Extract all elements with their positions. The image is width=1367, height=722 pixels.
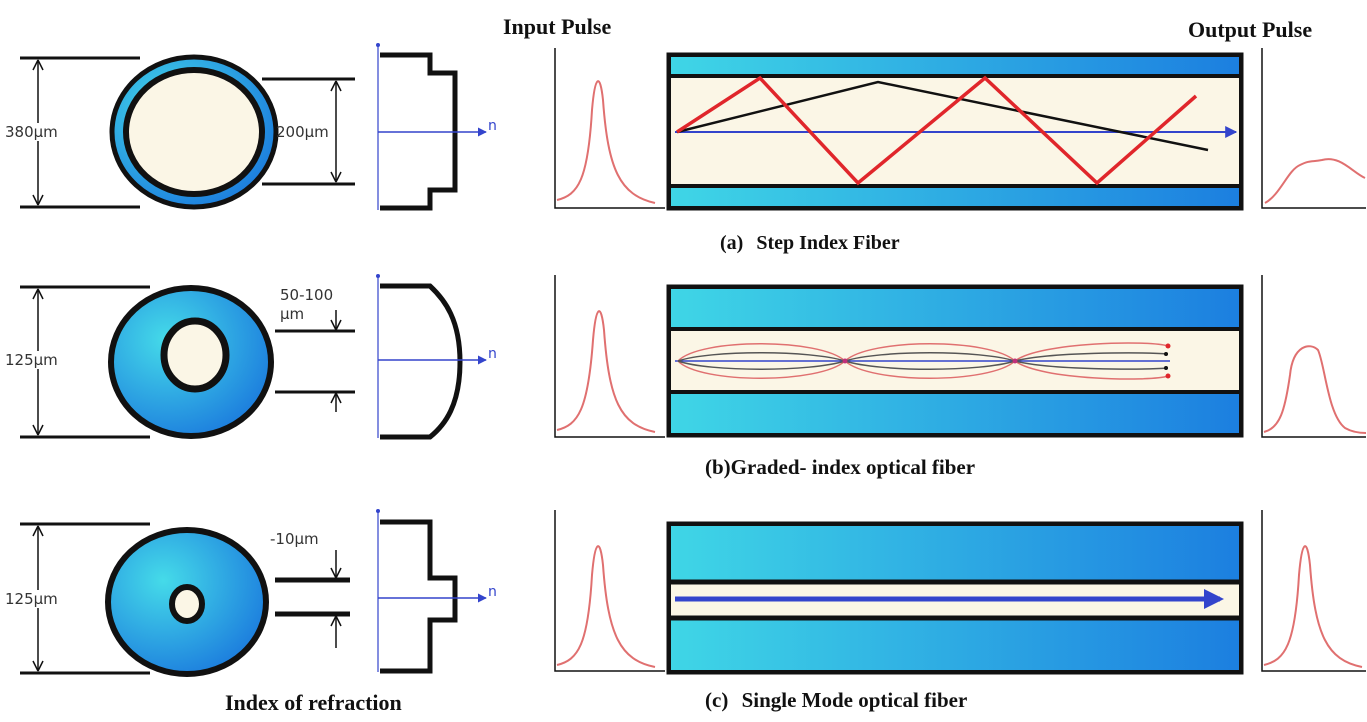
- outer-diameter-label: 125µm: [5, 351, 58, 369]
- core-diameter-label: 200µm: [276, 123, 329, 141]
- core-diameter-unit: µm: [280, 305, 305, 323]
- fiber-caption: (b)Graded- index optical fiber: [705, 455, 975, 480]
- graded-index-cross-section: [108, 285, 274, 439]
- single-mode-profile: [376, 509, 487, 674]
- outer-diameter-label: 380µm: [5, 123, 58, 141]
- step-index-cross-section: [109, 54, 279, 210]
- graded-index-fiber: [666, 284, 1244, 438]
- index-of-refraction-heading: Index of refraction: [225, 690, 402, 715]
- input-pulse-graph-a: [554, 48, 665, 209]
- output-pulse-graph-c: [1261, 510, 1366, 672]
- index-axis-label: n: [488, 346, 497, 362]
- core-diameter-dimension: [275, 310, 355, 412]
- single-mode-fiber: [666, 521, 1244, 675]
- single-mode-row: [20, 509, 1366, 677]
- step-index-profile: [376, 43, 487, 211]
- outer-diameter-dimension: [20, 522, 150, 675]
- index-axis-label: n: [488, 584, 497, 600]
- outer-diameter-label: 125µm: [5, 590, 58, 608]
- caption-text: Single Mode optical fiber: [741, 688, 968, 712]
- graded-index-profile: [376, 274, 487, 440]
- step-index-fiber: [666, 52, 1244, 211]
- core-diameter-value: 50-100: [280, 286, 334, 304]
- graded-index-row: [20, 274, 1367, 440]
- single-mode-cross-section: [105, 527, 269, 677]
- step-index-row: [20, 43, 1366, 211]
- index-axis-label: n: [488, 118, 497, 134]
- caption-text: Step Index Fiber: [756, 232, 900, 254]
- input-pulse-graph-b: [554, 275, 665, 438]
- output-pulse-graph-a: [1261, 48, 1366, 209]
- output-pulse-graph-b: [1261, 275, 1367, 438]
- caption-letter: (a): [720, 232, 744, 254]
- core-diameter-dimension: [262, 77, 355, 186]
- fiber-caption: (a) Step Index Fiber: [720, 232, 900, 255]
- fiber-caption: (c) Single Mode optical fiber: [705, 688, 967, 713]
- caption-letter: (b): [705, 455, 731, 479]
- core-diameter-label: 50-100 µm: [280, 286, 333, 324]
- caption-letter: (c): [705, 688, 729, 712]
- core-diameter-dimension: [275, 550, 350, 648]
- output-pulse-heading: Output Pulse: [1188, 17, 1313, 42]
- core-diameter-label: -10µm: [270, 530, 319, 548]
- caption-text: Graded- index optical fiber: [730, 455, 976, 479]
- input-pulse-graph-c: [554, 510, 665, 672]
- input-pulse-heading: Input Pulse: [503, 14, 612, 39]
